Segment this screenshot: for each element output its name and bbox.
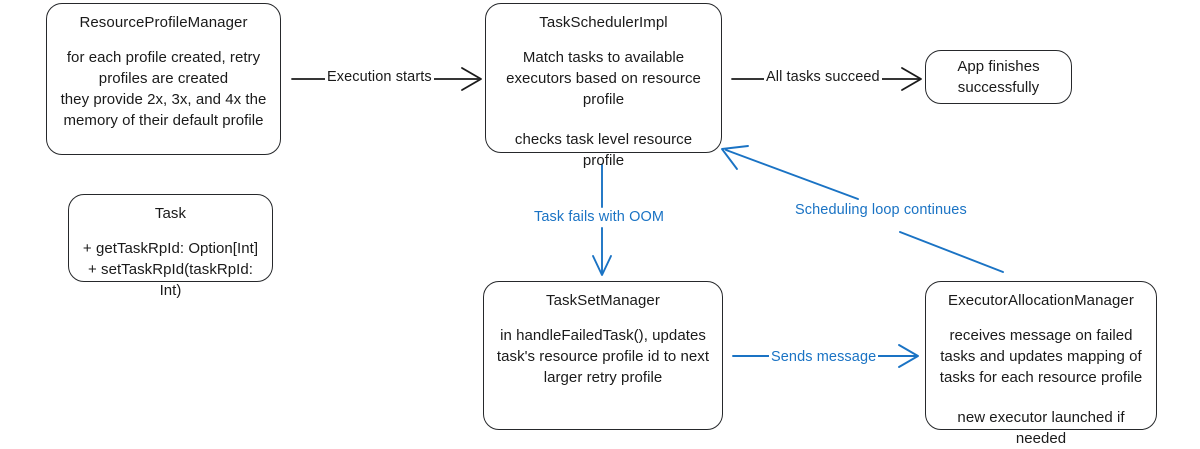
arrowhead-icon xyxy=(592,255,612,276)
node-body: in handleFailedTask(), updates task's re… xyxy=(496,327,710,386)
edge-label-sends-message: Sends message xyxy=(769,348,879,366)
edge-label-all-tasks-succeed: All tasks succeed xyxy=(764,68,882,86)
edge-label-task-fails-with-oom: Task fails with OOM xyxy=(532,208,667,226)
node-task-scheduler-impl[interactable]: TaskSchedulerImpl Match tasks to availab… xyxy=(485,3,722,169)
arrowhead-icon xyxy=(898,344,919,368)
arrowhead-icon xyxy=(461,67,482,91)
node-title: Task xyxy=(154,205,187,222)
node-body: App finishes successfully xyxy=(957,57,1040,96)
node-title: ResourceProfileManager xyxy=(79,14,248,31)
node-executor-allocation-manager[interactable]: ExecutorAllocationManager receives messa… xyxy=(925,281,1157,447)
node-body: + getTaskRpId: Option[Int]+ setTaskRpId(… xyxy=(82,240,259,299)
node-title: TaskSetManager xyxy=(546,292,660,309)
node-body-primary: receives message on failed tasks and upd… xyxy=(939,327,1143,386)
arrowhead-icon xyxy=(901,67,922,91)
edge-label-execution-starts: Execution starts xyxy=(325,68,434,86)
node-task[interactable]: Task + getTaskRpId: Option[Int]+ setTask… xyxy=(68,194,273,299)
node-app-finishes-successfully[interactable]: App finishes successfully xyxy=(925,50,1072,104)
node-body-secondary: new executor launched if needed xyxy=(957,409,1125,447)
node-title: ExecutorAllocationManager xyxy=(948,292,1134,309)
node-body: for each profile created, retry profiles… xyxy=(60,49,267,129)
node-body-secondary: checks task level resource profile xyxy=(514,131,693,169)
node-title: TaskSchedulerImpl xyxy=(539,14,668,31)
edge-label-scheduling-loop-continues: Scheduling loop continues xyxy=(793,201,969,219)
node-resource-profile-manager[interactable]: ResourceProfileManager for each profile … xyxy=(46,3,281,155)
node-task-set-manager[interactable]: TaskSetManager in handleFailedTask(), up… xyxy=(483,281,723,430)
arrowhead-icon xyxy=(721,145,749,170)
node-body-primary: Match tasks to available executors based… xyxy=(506,49,701,108)
